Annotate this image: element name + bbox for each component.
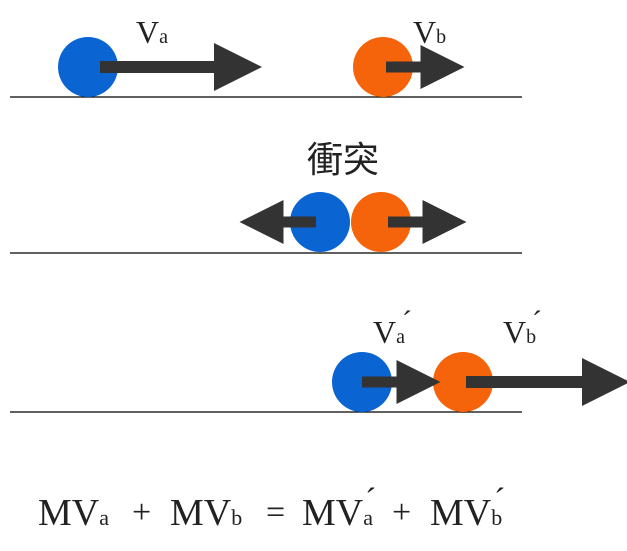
scene-collision: 衝突 [10,140,522,254]
equation-term-1: MVa [38,492,109,534]
ball-b [433,352,493,412]
collision-title: 衝突 [307,140,379,181]
prime-mark: ´ [402,305,412,338]
prime-mark: ´ [365,482,376,519]
ball-a [290,192,350,252]
plus-sign: + [132,494,151,531]
plus-sign: + [392,494,411,531]
velocity-a-prime-label: Va [373,314,405,350]
ball-a [58,37,118,97]
velocity-b-prime-label: Vb [503,314,536,350]
scene-before: Va Vb [10,14,522,98]
equation-term-4: MVb [430,492,502,534]
prime-mark: ´ [532,305,542,338]
scene-after: Va ´ Vb ´ [10,305,627,413]
velocity-b-label: Vb [413,14,446,50]
ball-b [351,192,411,252]
velocity-a-label: Va [136,14,168,50]
equation-term-2: MVb [170,492,242,534]
prime-mark: ´ [494,482,505,519]
ball-b [353,37,413,97]
equation-term-3: MVa [302,492,373,534]
momentum-equation: MVa + MVb = MVa ´ + MVb ´ [38,482,505,534]
equals-sign: = [266,494,285,531]
